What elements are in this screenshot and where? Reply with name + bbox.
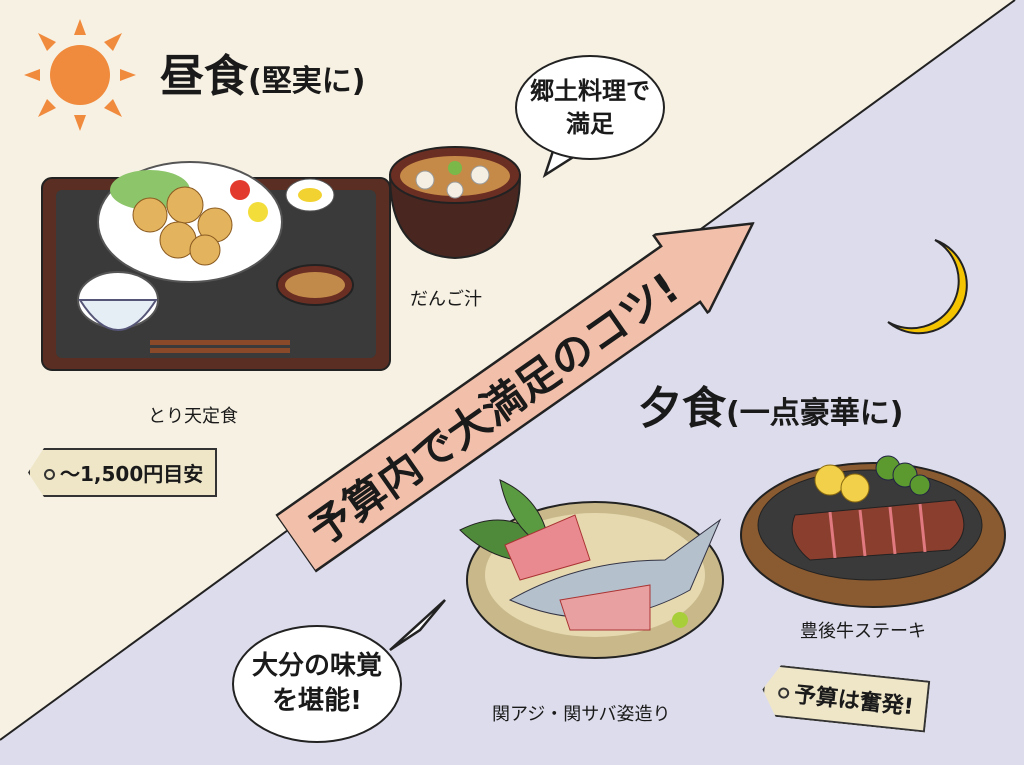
lunch-title: 昼食(堅実に) — [160, 51, 366, 102]
dinner-title: 夕食(一点豪華に) — [638, 383, 904, 434]
sashimi-illustration — [459, 479, 724, 659]
dango-soup-illustration — [388, 146, 522, 260]
lunch-set-illustration — [41, 161, 391, 371]
lunch-price-tag: 〜1,500円目安 — [28, 448, 218, 497]
dish-label-steak: 豊後牛ステーキ — [800, 621, 926, 642]
dish-label-toriten: とり天定食 — [148, 406, 238, 427]
moon-icon — [887, 239, 968, 335]
sun-icon — [24, 19, 136, 131]
dinner-speech-bubble: 大分の味覚 を堪能! — [232, 625, 402, 743]
steak-illustration — [740, 455, 1006, 608]
budget-tip-arrow: 予算内で大満足のコツ! — [268, 183, 782, 583]
bubble-tail — [389, 599, 446, 652]
dish-label-dango-soup: だんご汁 — [410, 289, 482, 310]
lunch-speech-bubble: 郷土料理で 満足 — [515, 55, 665, 160]
dish-label-sashimi: 関アジ・関サバ姿造り — [492, 704, 671, 725]
